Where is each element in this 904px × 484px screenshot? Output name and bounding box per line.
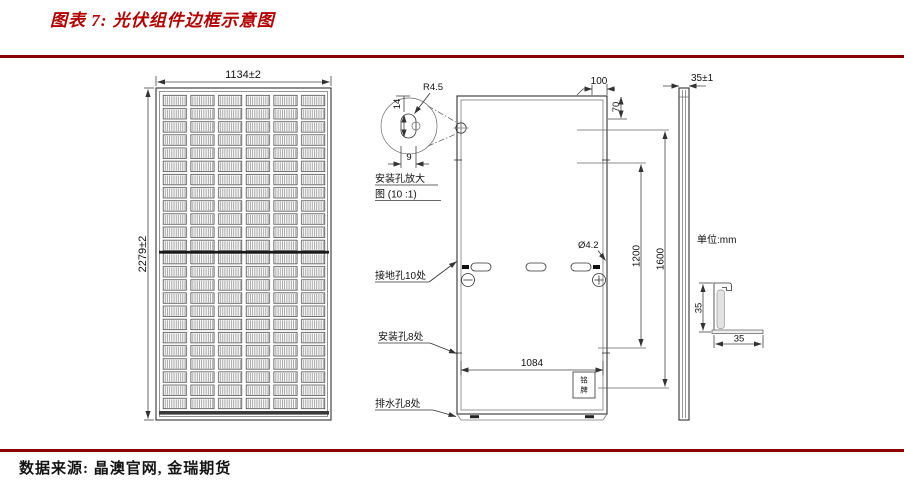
slot-tick-right xyxy=(593,265,600,269)
detail-caption-1: 安装孔放大 xyxy=(375,172,425,185)
nameplate-char-1: 铭 xyxy=(580,375,588,385)
detail-cone-line-top xyxy=(427,105,457,123)
detail-slot-hole xyxy=(400,113,417,139)
front-middle-divider xyxy=(159,250,329,254)
detail-height-dim-text: 14 xyxy=(392,99,403,110)
cross-section-cavity xyxy=(716,289,725,329)
grounding-slot xyxy=(570,262,592,272)
back-outer-frame xyxy=(456,95,608,415)
hole-diameter-label: Ø4.2 xyxy=(578,240,606,261)
figure-source: 数据来源: 晶澳官网, 金瑞期货 xyxy=(19,461,232,477)
unit-note-text: 单位:mm xyxy=(697,233,736,246)
back-outer-height-dim-text: 1600 xyxy=(656,247,667,270)
mounting-holes-label: 安装孔8处 xyxy=(378,330,457,354)
grounding-holes-text: 接地孔10处 xyxy=(375,269,426,282)
mounting-hole-detail-view: 14 R4.5 9 安装孔放大 图 (10 :1) xyxy=(375,82,457,201)
cross-section-width-dimension: 35 xyxy=(713,334,764,348)
slot-tick-left xyxy=(462,265,469,269)
detail-width-dimension: 9 xyxy=(388,146,429,168)
grounding-slot xyxy=(470,262,492,272)
back-side-top-dim-text: 70 xyxy=(611,102,622,113)
front-inner-frame xyxy=(159,91,328,417)
back-bottom-lip xyxy=(456,413,608,421)
bottom-rule xyxy=(0,449,904,452)
drain-slot-left xyxy=(470,415,479,419)
front-width-dim-text: 1134±2 xyxy=(225,69,261,81)
frame-cross-section: 35 35 xyxy=(694,282,764,348)
cross-section-hook xyxy=(713,282,732,330)
grounding-slots xyxy=(461,262,606,287)
front-bottom-band xyxy=(159,411,329,415)
front-height-dimension: 2279±2 xyxy=(137,87,154,421)
back-height-dimensions: 1200 1600 xyxy=(577,129,669,389)
side-thickness-dim-text: 35±1 xyxy=(691,73,714,84)
back-side-top-dimension: 70 xyxy=(608,96,627,120)
side-profile-bar xyxy=(678,87,690,421)
side-view: 35±1 单位:mm 35 35 xyxy=(663,73,764,421)
grounding-holes-label: 接地孔10处 xyxy=(375,261,457,283)
detail-radius-text: R4.5 xyxy=(423,82,443,93)
positive-terminal-icon xyxy=(592,273,606,287)
corner-mounting-hole xyxy=(453,120,469,136)
cross-section-width-dim-text: 35 xyxy=(734,334,745,345)
detail-circle xyxy=(380,97,438,155)
top-rule xyxy=(0,55,904,58)
hole-diameter-text: Ø4.2 xyxy=(578,240,599,251)
front-width-dimension: 1134±2 xyxy=(155,69,332,86)
front-height-dim-text: 2279±2 xyxy=(137,236,149,273)
figure-title: 图表 7: 光伏组件边框示意图 xyxy=(50,11,275,30)
grounding-slot xyxy=(525,262,547,272)
cross-section-flange xyxy=(711,329,764,334)
back-top-dimension: 100 xyxy=(576,76,615,96)
cross-section-height-dimension: 35 xyxy=(694,282,713,333)
detail-slot-notch xyxy=(411,121,421,131)
back-inner-width-dimension: 1084 xyxy=(460,358,604,375)
detail-width-dim-text: 9 xyxy=(406,152,411,163)
back-view: 100 70 Ø4.2 xyxy=(375,76,669,421)
front-outer-frame xyxy=(155,87,332,421)
drain-holes-label: 排水孔8处 xyxy=(375,397,457,417)
negative-terminal-icon xyxy=(461,273,475,287)
nameplate-box: 铭 牌 xyxy=(572,371,596,399)
side-thickness-dimension: 35±1 xyxy=(663,73,714,89)
detail-cone-line-bottom xyxy=(427,133,457,147)
back-mid-height-dim-text: 1200 xyxy=(632,244,643,267)
nameplate-char-2: 牌 xyxy=(580,385,588,395)
drain-holes-text: 排水孔8处 xyxy=(375,397,421,410)
back-inner-width-dim-text: 1084 xyxy=(521,358,544,369)
back-top-dim-text: 100 xyxy=(591,76,608,87)
mounting-holes-text: 安装孔8处 xyxy=(378,330,424,343)
detail-height-dimension: 14 xyxy=(392,95,410,138)
drain-slot-right xyxy=(585,415,594,419)
front-view: 1134±2 2279±2 xyxy=(137,69,332,421)
detail-radius-label: R4.5 xyxy=(414,82,443,114)
cross-section-height-dim-text: 35 xyxy=(694,303,705,314)
detail-caption-2: 图 (10 :1) xyxy=(375,189,417,201)
